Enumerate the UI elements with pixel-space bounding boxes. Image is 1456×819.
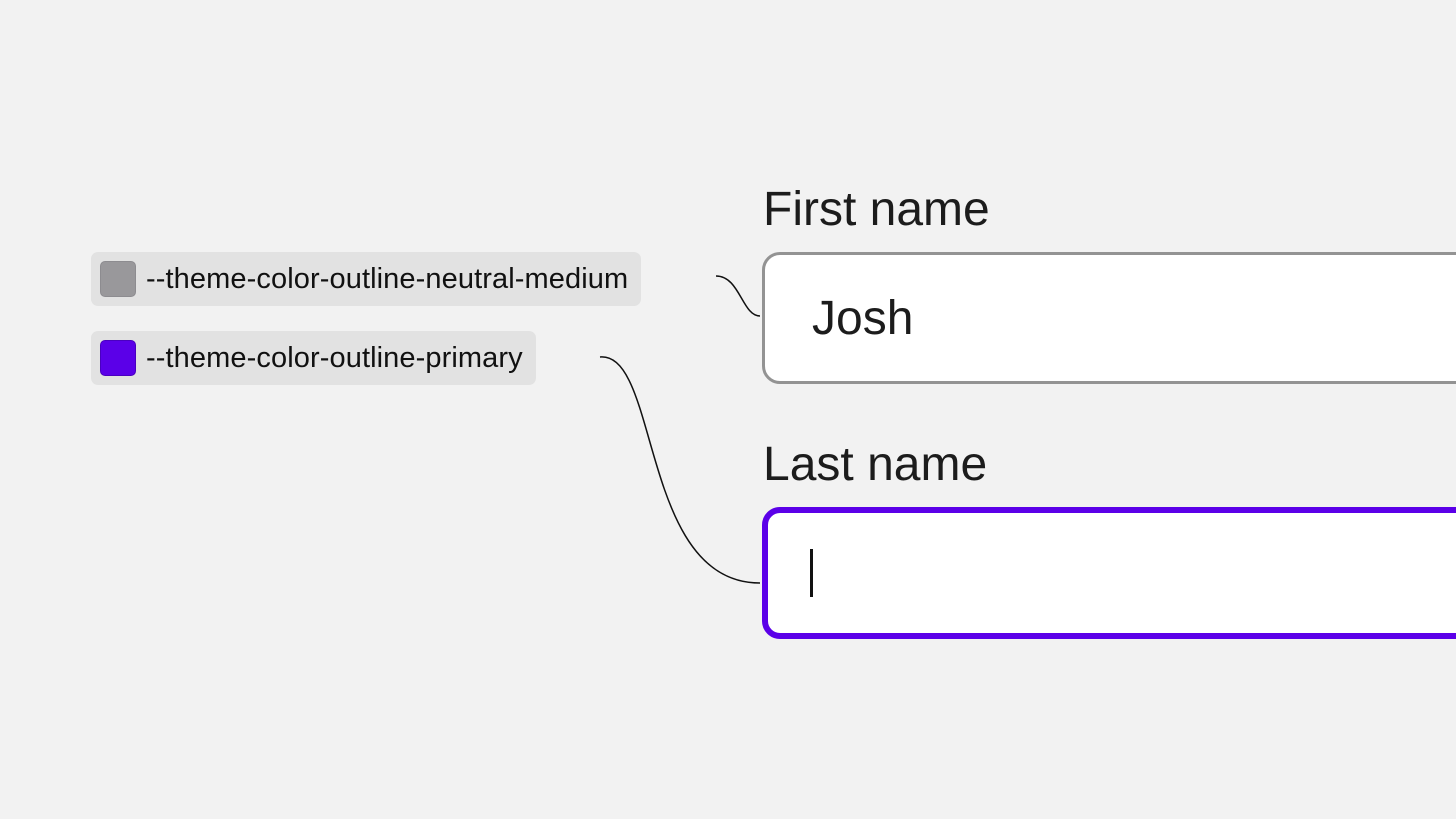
token-chip-outline-primary: --theme-color-outline-primary (91, 331, 536, 385)
token-name: --theme-color-outline-neutral-medium (146, 262, 629, 295)
color-swatch-primary (100, 340, 136, 376)
token-chip-outline-neutral-medium: --theme-color-outline-neutral-medium (91, 252, 642, 306)
first-name-label: First name (763, 183, 990, 236)
token-name: --theme-color-outline-primary (146, 341, 523, 374)
connector-primary-to-last-name (599, 356, 761, 584)
first-name-input[interactable] (762, 252, 1456, 384)
last-name-input[interactable] (762, 507, 1456, 639)
connector-neutral-to-first-name (715, 275, 761, 317)
text-caret (810, 549, 813, 597)
color-swatch-neutral-medium (100, 261, 136, 297)
last-name-label: Last name (763, 438, 988, 491)
